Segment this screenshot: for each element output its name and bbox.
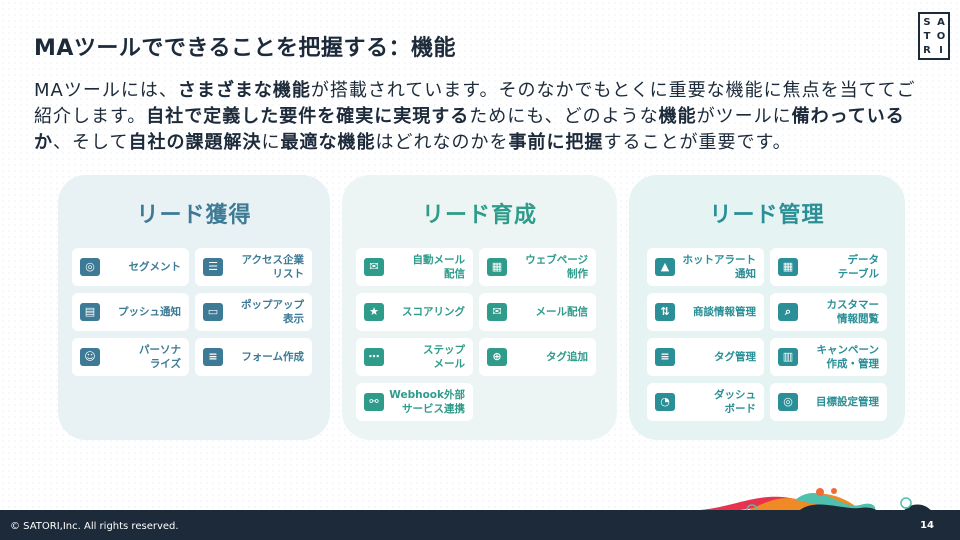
feature-item: ☺ パーソナ ライズ (72, 338, 189, 376)
feature-item: ✉ 自動メール 配信 (356, 248, 473, 286)
popup-icon: ▭ (203, 303, 223, 321)
logo-letter: A (937, 17, 945, 28)
body-text: が搭載されています。そのなかでもとくに重要な機能に焦点を当ててご紹介します。 (34, 80, 916, 127)
feature-label: タグ管理 (714, 351, 756, 363)
webhook-icon: ⚯ (364, 393, 384, 411)
emphasis-text: さまざまな機能 (177, 80, 311, 101)
feature-card: リード獲得 ◎ セグメント ☰ アクセス企業 リスト ▤ プッシュ通知 ▭ ポップアップ 表示 ☺… (58, 175, 330, 440)
feature-item: ⌕ カスタマー 情報閲覧 (770, 293, 887, 331)
feature-item: ✉ メール配信 (479, 293, 596, 331)
feature-item: ▤ プッシュ通知 (72, 293, 189, 331)
feature-item: ≡ フォーム作成 (195, 338, 312, 376)
emphasis-text: 機能 (658, 106, 697, 127)
feature-item: ⋯ ステップ メール (356, 338, 473, 376)
feature-item: ⚯ Webhook外部 サービス連携 (356, 383, 473, 421)
feature-label: ウェブページ 制作 (525, 254, 588, 280)
body-text: 、そして (53, 132, 129, 153)
feature-label: 商談情報管理 (693, 306, 756, 318)
emphasis-text: 最適な機能 (280, 132, 376, 153)
bell-icon: ▲ (655, 258, 675, 276)
page-number: 14 (920, 520, 934, 531)
logo-letter: I (939, 45, 943, 56)
feature-item: ★ スコアリング (356, 293, 473, 331)
dashboard-icon: ◔ (655, 393, 675, 411)
feature-label: パーソナ ライズ (139, 344, 181, 370)
deal-icon: ⇅ (655, 303, 675, 321)
feature-label: データ テーブル (837, 254, 879, 280)
logo-letter: O (936, 31, 946, 42)
feature-label: ポップアップ 表示 (241, 299, 304, 325)
body-text: がツールに (696, 106, 792, 127)
feature-item: ▦ データ テーブル (770, 248, 887, 286)
logo-letter: R (923, 45, 931, 56)
feature-item: ▥ キャンペーン 作成・管理 (770, 338, 887, 376)
card-title: リード管理 (709, 203, 825, 228)
feature-label: 目標設定管理 (816, 396, 879, 408)
card-title: リード獲得 (136, 203, 252, 228)
target-icon: ◎ (80, 258, 100, 276)
feature-item: ⊕ タグ追加 (479, 338, 596, 376)
body-text: することが重要です。 (603, 132, 792, 153)
tag-manage-icon: ≡ (655, 348, 675, 366)
feature-item: ▲ ホットアラート 通知 (647, 248, 764, 286)
feature-item: ⇅ 商談情報管理 (647, 293, 764, 331)
step-mail-icon: ⋯ (364, 348, 384, 366)
feature-label: ホットアラート 通知 (682, 254, 757, 280)
logo-letter: S (923, 17, 931, 28)
body-text: はどれなのかを (375, 132, 509, 153)
feature-item: ≡ タグ管理 (647, 338, 764, 376)
goal-icon: ◎ (778, 393, 798, 411)
emphasis-text: 事前に把握 (508, 132, 604, 153)
feature-item: ☰ アクセス企業 リスト (195, 248, 312, 286)
campaign-chart-icon: ▥ (778, 348, 798, 366)
persona-icon: ☺ (80, 348, 100, 366)
feature-item: ▦ ウェブページ 制作 (479, 248, 596, 286)
feature-label: プッシュ通知 (118, 306, 181, 318)
emphasis-text: 備わっているか (34, 106, 905, 153)
feature-label: セグメント (128, 261, 182, 273)
auto-mail-icon: ✉ (364, 258, 384, 276)
push-notification-icon: ▤ (80, 303, 100, 321)
feature-label: ステップ メール (423, 344, 465, 370)
feature-label: カスタマー 情報閲覧 (826, 299, 880, 325)
emphasis-text: 自社の課題解決 (128, 132, 262, 153)
webpage-icon: ▦ (487, 258, 507, 276)
card-title: リード育成 (421, 203, 537, 228)
feature-label: タグ追加 (546, 351, 588, 363)
feature-item: ◎ セグメント (72, 248, 189, 286)
body-text: MAツールには、 (34, 80, 178, 101)
page-title: MAツールでできることを把握する：機能 (34, 36, 456, 61)
feature-label: キャンペーン 作成・管理 (816, 344, 879, 370)
feature-item: ▭ ポップアップ 表示 (195, 293, 312, 331)
feature-label: メール配信 (535, 306, 589, 318)
stars-icon: ★ (364, 303, 384, 321)
form-icon: ≡ (203, 348, 223, 366)
feature-label: Webhook外部 サービス連携 (389, 389, 465, 415)
feature-label: 自動メール 配信 (412, 254, 466, 280)
feature-label: ダッシュ ボード (714, 389, 756, 415)
table-icon: ▦ (778, 258, 798, 276)
body-text: に (261, 132, 281, 153)
feature-item: ◔ ダッシュ ボード (647, 383, 764, 421)
feature-label: フォーム作成 (241, 351, 304, 363)
mail-icon: ✉ (487, 303, 507, 321)
feature-item: ◎ 目標設定管理 (770, 383, 887, 421)
company-list-icon: ☰ (203, 258, 223, 276)
logo-letter: T (923, 31, 931, 42)
copyright: © SATORI,Inc. All rights reserved. (10, 521, 179, 532)
feature-label: スコアリング (402, 306, 465, 318)
intro-text: MAツールには、さまざまな機能が搭載されています。そのなかでもとくに重要な機能に… (34, 78, 934, 156)
feature-card: リード管理 ▲ ホットアラート 通知 ▦ データ テーブル ⇅ 商談情報管理 ⌕ カスタマー 情… (629, 175, 905, 440)
footer: © SATORI,Inc. All rights reserved. 14 (0, 510, 960, 540)
tag-add-icon: ⊕ (487, 348, 507, 366)
customer-search-icon: ⌕ (778, 303, 798, 321)
feature-label: アクセス企業 リスト (241, 254, 304, 280)
feature-card: リード育成 ✉ 自動メール 配信 ▦ ウェブページ 制作 ★ スコアリング ✉ メール配信 ⋯ ステ… (342, 175, 617, 440)
emphasis-text: 自社で定義した要件を確実に実現する (146, 106, 470, 127)
decorative-wave (700, 488, 934, 515)
body-text: ためにも、どのような (469, 106, 659, 127)
